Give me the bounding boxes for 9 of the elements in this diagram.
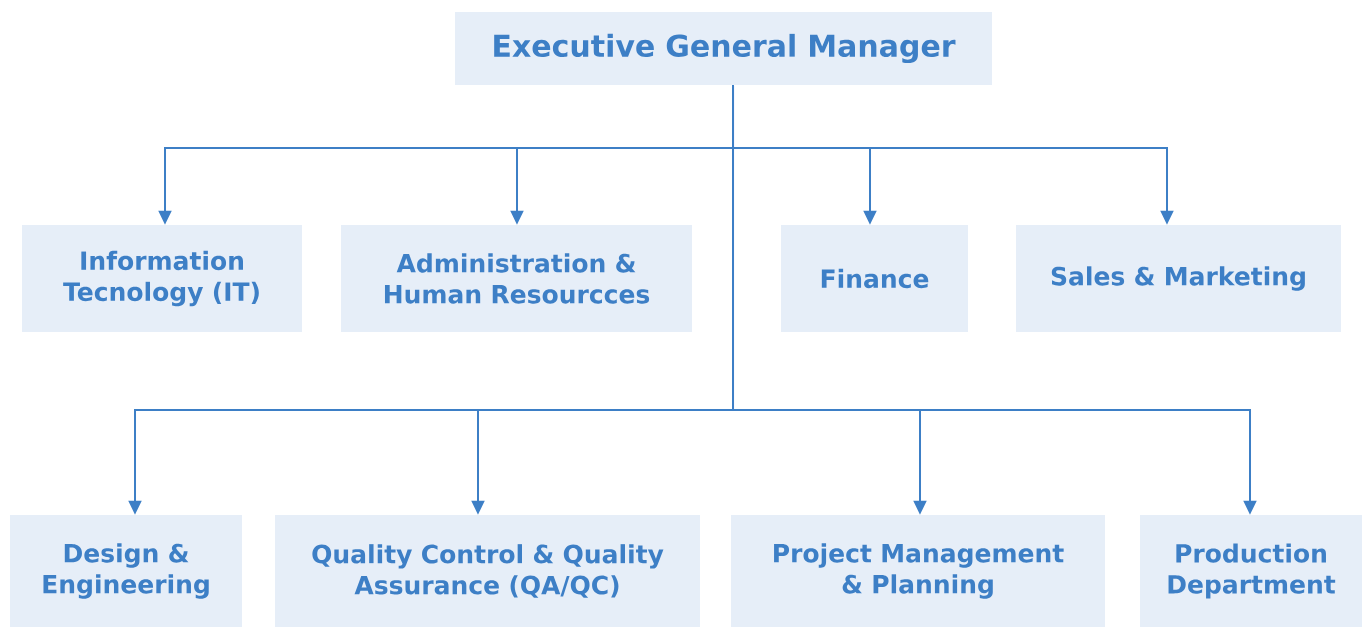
org-box: Design & Engineering <box>10 515 242 627</box>
org-box: Executive General Manager <box>455 12 992 85</box>
org-box: Information Tecnology (IT) <box>22 225 302 332</box>
org-box: Finance <box>781 225 968 332</box>
org-box: Sales & Marketing <box>1016 225 1341 332</box>
org-box: Quality Control & Quality Assurance (QA/QC) <box>275 515 700 627</box>
org-box: Administration & Human Resourcces <box>341 225 692 332</box>
org-box: Project Management & Planning <box>731 515 1105 627</box>
org-box: Production Department <box>1140 515 1362 627</box>
